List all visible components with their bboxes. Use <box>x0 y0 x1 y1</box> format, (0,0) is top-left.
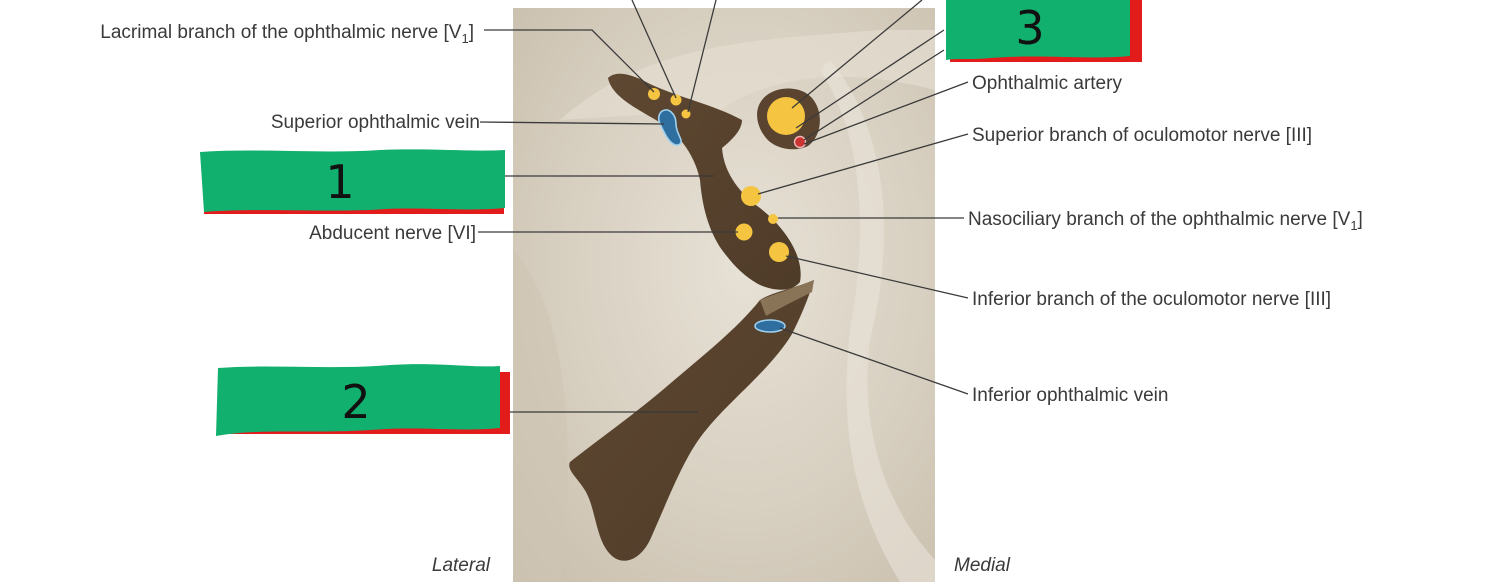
label-nasociliary-branch: Nasociliary branch of the ophthalmic ner… <box>968 209 1363 233</box>
inferior-orbital-fissure <box>569 280 814 561</box>
answer-box-3: 3 <box>946 0 1142 62</box>
tissue-fold-right <box>820 60 935 582</box>
answer-box-2-number: 2 <box>341 375 370 429</box>
label-lacrimal-branch: Lacrimal branch of the ophthalmic nerve … <box>100 22 474 46</box>
orientation-medial: Medial <box>954 555 1011 576</box>
label-ophthalmic-artery: Ophthalmic artery <box>972 73 1122 94</box>
answer-box-1: 1 <box>200 149 505 214</box>
abducent-nerve-dot <box>735 223 753 241</box>
leader-optic-3 <box>803 49 945 141</box>
leader-top-2 <box>687 0 717 113</box>
inferior-ophthalmic-vein-shape <box>754 319 786 333</box>
label-abducent-nerve: Abducent nerve [VI] <box>309 223 476 244</box>
answer-box-1-fill <box>200 149 505 212</box>
answer-box-3-edge-bottom <box>950 54 1142 62</box>
leader-inf-vein <box>779 327 969 395</box>
ophthalmic-artery-dot <box>793 135 807 149</box>
frontal-nerve-dot <box>670 94 682 106</box>
lacrimal-nerve-dot <box>648 88 660 100</box>
leader-sup-oculomotor <box>757 133 969 195</box>
leader-inf-oculomotor <box>785 255 969 299</box>
fissure-shadow-ridge <box>760 280 814 316</box>
label-superior-ophthalmic-vein: Superior ophthalmic vein <box>271 112 480 133</box>
answer-box-3-edge <box>1128 0 1142 62</box>
leader-oph-artery <box>803 81 969 145</box>
leader-top-1 <box>631 0 677 99</box>
tissue-fold-left <box>513 250 568 582</box>
leader-lacrimal <box>484 29 655 93</box>
orientation-lateral: Lateral <box>432 555 491 576</box>
superior-orbital-fissure <box>608 73 801 290</box>
answer-box-3-number: 3 <box>1015 1 1044 55</box>
label-superior-oculomotor: Superior branch of oculomotor nerve [III… <box>972 125 1312 146</box>
answer-box-3-fill <box>946 0 1130 60</box>
answer-box-2-fill <box>216 364 500 436</box>
answer-box-2: 2 <box>216 364 510 436</box>
leader-optic-1 <box>791 0 923 109</box>
superior-oculomotor-dot <box>741 186 761 206</box>
answer-box-1-number: 1 <box>325 155 354 209</box>
inferior-oculomotor-dot <box>769 242 789 262</box>
leader-sup-vein <box>479 121 665 125</box>
leader-optic-2 <box>795 29 945 129</box>
nasociliary-nerve-dot <box>768 214 778 224</box>
label-inferior-oculomotor: Inferior branch of the oculomotor nerve … <box>972 289 1331 310</box>
trochlear-nerve-dot <box>681 109 691 119</box>
optic-nerve-dot <box>767 97 805 135</box>
label-inferior-ophthalmic-vein: Inferior ophthalmic vein <box>972 385 1168 406</box>
superior-ophthalmic-vein-shape <box>657 109 682 146</box>
